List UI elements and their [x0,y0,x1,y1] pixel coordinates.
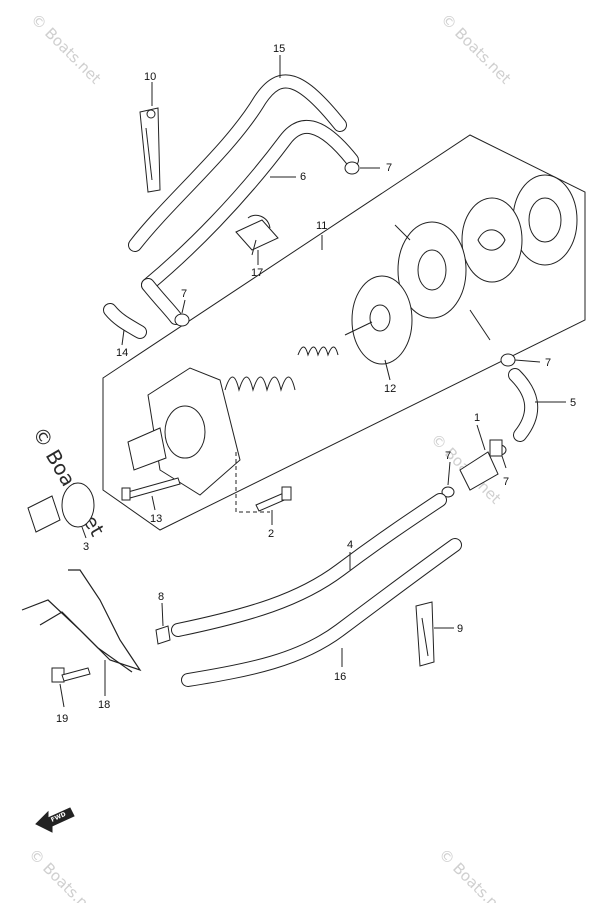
hose-5 [508,368,539,442]
label-18: 18 [98,699,110,711]
hose-15 [128,74,347,252]
hose-6 [141,119,359,325]
spring-large [224,376,296,392]
bracket-9 [415,601,435,667]
label-5: 5 [570,397,576,409]
label-7-left: 7 [181,288,187,300]
label-10: 10 [144,71,156,83]
watermark-top-left: © Boats.net [27,10,105,88]
wire-bracket-18 [21,569,142,673]
part-labels: 1 2 3 4 5 6 7 7 7 7 7 8 9 10 11 12 13 14… [56,43,576,725]
watermark-bottom-right: © Boats.net [435,845,513,903]
label-15: 15 [273,43,285,55]
hose-14 [103,303,147,339]
label-17: 17 [251,267,263,279]
pump-body [127,367,241,496]
bolt-2 [255,486,292,512]
label-7-top: 7 [386,162,392,174]
label-11: 11 [316,220,327,232]
label-3: 3 [83,541,89,553]
label-7-right: 7 [545,357,551,369]
pump-cover-discs [394,174,578,341]
hose-4 [171,493,447,637]
bolt-guide [235,452,270,513]
leader-lines [59,55,566,708]
hose-16 [181,538,462,687]
clamp-17 [235,214,279,256]
label-16: 16 [334,671,346,683]
label-8: 8 [158,591,164,603]
label-13: 13 [150,513,162,525]
label-12: 12 [384,383,396,395]
label-6: 6 [300,171,306,183]
watermark-top-right: © Boats.net [437,10,515,88]
label-2: 2 [268,528,274,540]
clip-7-top [344,161,360,175]
clip-7-lower-left [441,486,455,498]
label-14: 14 [116,347,128,359]
label-7-lower-right: 7 [503,476,509,488]
bolt-13 [121,477,181,501]
clip-8 [155,625,171,645]
clip-7-left [174,313,190,327]
assembly-outline [102,134,586,531]
fuel-filter-1 [459,439,503,491]
label-4: 4 [347,539,353,551]
bracket-10 [139,107,161,193]
label-9: 9 [457,623,463,635]
spring-small [297,346,339,357]
filter-3 [27,482,95,533]
watermark-bottom-left: © Boats.net [25,845,103,903]
bolt-19 [51,667,91,683]
diaphragm-12 [344,275,413,365]
fwd-arrow: FWD [35,807,75,833]
watermarks: © Boats.net © Boats.net © Boats.net © Bo… [25,10,515,903]
label-19: 19 [56,713,68,725]
clip-7-right [500,353,516,367]
label-7-lower-left: 7 [445,450,451,462]
label-1: 1 [474,412,480,424]
